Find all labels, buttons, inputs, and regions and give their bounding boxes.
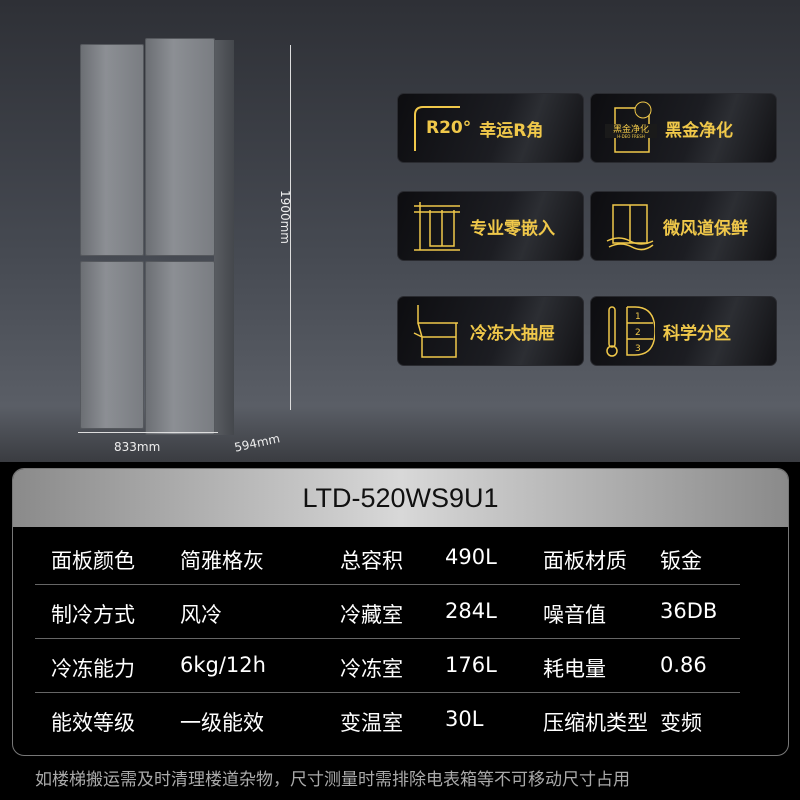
spec-label: 能效等级 xyxy=(51,711,135,735)
width-dimension-line xyxy=(78,432,218,433)
feature-card: 专业零嵌入 xyxy=(397,191,584,261)
spec-label: 耗电量 xyxy=(543,657,606,681)
model-number: LTD-520WS9U1 xyxy=(13,469,788,527)
svg-text:1: 1 xyxy=(635,312,641,322)
spec-row: 冷冻能力 6kg/12h 冷冻室 176L 耗电量 0.86 xyxy=(35,639,740,693)
spec-value: 284L xyxy=(445,599,497,623)
svg-text:3: 3 xyxy=(635,344,641,354)
spec-label: 制冷方式 xyxy=(51,603,135,627)
spec-label: 面板材质 xyxy=(543,549,627,573)
spec-value: 钣金 xyxy=(660,549,702,573)
spec-row: 能效等级 一级能效 变温室 30L 压缩机类型变频 xyxy=(35,693,740,747)
depth-dimension: 594mm xyxy=(233,431,282,455)
height-dimension-line xyxy=(290,45,291,410)
spec-value: 6kg/12h xyxy=(180,653,266,677)
air-duct-icon xyxy=(606,204,654,251)
feature-card: 冷冻大抽屉 xyxy=(397,296,584,366)
spec-label: 噪音值 xyxy=(543,603,606,627)
spec-label: 冷藏室 xyxy=(340,603,403,627)
spec-value: 176L xyxy=(445,653,497,677)
svg-text:2: 2 xyxy=(635,328,641,338)
spec-value: 30L xyxy=(445,707,484,731)
width-dimension: 833mm xyxy=(114,440,161,454)
spec-label: 冷冻能力 xyxy=(51,657,135,681)
feature-card: R20° 幸运R角 xyxy=(397,93,584,163)
spec-row: 面板颜色 简雅格灰 总容积 490L 面板材质 钣金 xyxy=(35,531,740,585)
footnote: 如楼梯搬运需及时清理楼道杂物，尺寸测量时需排除电表箱等不可移动尺寸占用 xyxy=(35,770,630,790)
freezer-drawer-icon xyxy=(413,305,458,358)
feature-card: 微风道保鲜 xyxy=(590,191,777,261)
rounded-corner-icon xyxy=(414,106,460,151)
spec-value: 36DB xyxy=(660,599,718,623)
spec-value: 风冷 xyxy=(180,603,222,627)
thermometer-zones-icon: 1 2 3 xyxy=(606,306,655,357)
svg-text:H-DEO FRESH: H-DEO FRESH xyxy=(617,134,645,139)
spec-label: 冷冻室 xyxy=(340,657,403,681)
spec-row: 制冷方式 风冷 冷藏室 284L 噪音值 36DB xyxy=(35,585,740,639)
spec-table: LTD-520WS9U1 面板颜色 简雅格灰 总容积 490L 面板材质 钣金制冷方式 风冷… xyxy=(12,468,789,756)
spec-value: 变频 xyxy=(660,711,702,735)
spec-label: 面板颜色 xyxy=(51,549,135,573)
spec-value: 0.86 xyxy=(660,653,707,677)
height-dimension: 1900mm xyxy=(277,190,292,244)
svg-text:黑金净化: 黑金净化 xyxy=(613,123,649,135)
spec-value: 一级能效 xyxy=(180,711,264,735)
zero-embed-icon xyxy=(414,202,460,251)
spec-label: 压缩机类型 xyxy=(543,711,648,735)
spec-value: 简雅格灰 xyxy=(180,549,264,573)
spec-label: 总容积 xyxy=(340,549,403,573)
spec-value: 490L xyxy=(445,545,497,569)
spec-label: 变温室 xyxy=(340,711,403,735)
